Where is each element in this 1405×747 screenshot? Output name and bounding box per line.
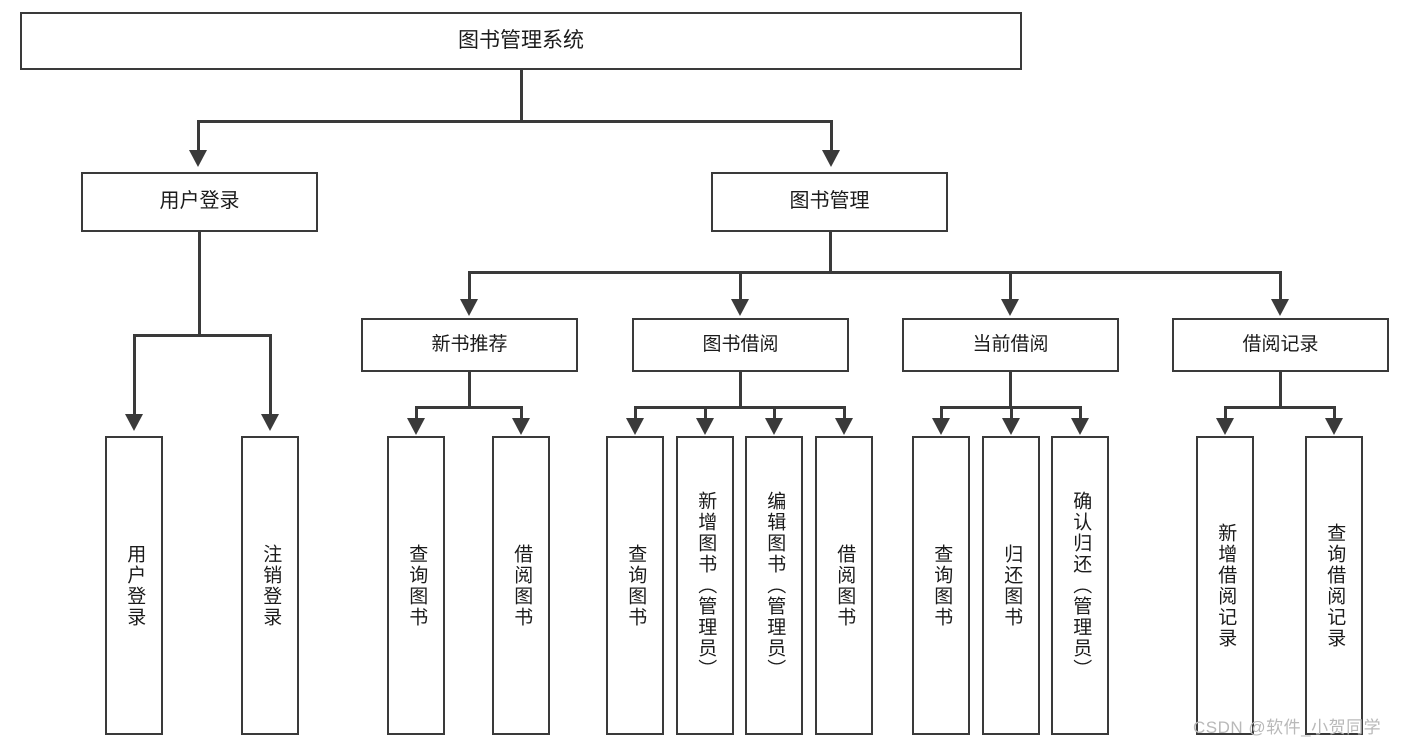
connector-book-manage-branch-3 (1009, 271, 1012, 301)
node-current-borrow[interactable]: 当前借阅 (902, 318, 1119, 372)
connector-user-login-branch-1 (133, 334, 136, 416)
node-label: 查询借阅记录 (1324, 522, 1346, 649)
arrowhead-user-login-branch-1 (125, 414, 143, 431)
arrowhead-current-borrow-branch-3 (1071, 418, 1089, 435)
connector-book-borrow-branch-3 (773, 406, 776, 420)
connector-new-book-bus (415, 406, 523, 409)
connector-borrow-record-bus (1224, 406, 1336, 409)
node-label: 用户登录 (159, 190, 240, 213)
arrowhead-user-login-branch-2 (261, 414, 279, 431)
arrowhead-borrow-record-branch-2 (1325, 418, 1343, 435)
connector-user-login-stem (198, 232, 201, 336)
leaf-book-borrow-query[interactable]: 查询图书 (606, 436, 664, 735)
connector-user-login-bus (133, 334, 272, 337)
node-label: 借阅图书 (834, 543, 856, 628)
leaf-user-login-logout[interactable]: 注销登录 (241, 436, 299, 735)
node-user-login[interactable]: 用户登录 (81, 172, 318, 232)
leaf-book-borrow-edit[interactable]: 编辑图书（管理员） (745, 436, 803, 735)
arrowhead-book-borrow-branch-3 (765, 418, 783, 435)
connector-new-book-stem (468, 372, 471, 408)
connector-book-borrow-bus (634, 406, 846, 409)
node-label: 当前借阅 (972, 333, 1049, 355)
connector-borrow-record-branch-1 (1224, 406, 1227, 420)
connector-root-stem (520, 70, 523, 122)
csdn-watermark: CSDN @软件_小贺同学 (1193, 718, 1382, 737)
node-root-system[interactable]: 图书管理系统 (20, 12, 1022, 70)
node-label: 图书管理 (789, 190, 870, 213)
arrowhead-book-manage-branch-2 (731, 299, 749, 316)
leaf-current-borrow-return[interactable]: 归还图书 (982, 436, 1040, 735)
leaf-current-borrow-query[interactable]: 查询图书 (912, 436, 970, 735)
connector-book-manage-branch-2 (739, 271, 742, 301)
leaf-book-borrow-add[interactable]: 新增图书（管理员） (676, 436, 734, 735)
connector-current-borrow-branch-2 (1010, 406, 1013, 420)
connector-book-borrow-branch-2 (704, 406, 707, 420)
leaf-current-borrow-confirm-return[interactable]: 确认归还（管理员） (1051, 436, 1109, 735)
arrowhead-book-borrow-branch-4 (835, 418, 853, 435)
connector-current-borrow-branch-3 (1079, 406, 1082, 420)
node-new-book-recommend[interactable]: 新书推荐 (361, 318, 578, 372)
connector-current-borrow-branch-1 (940, 406, 943, 420)
node-label: 新增借阅记录 (1215, 522, 1237, 649)
leaf-new-book-query[interactable]: 查询图书 (387, 436, 445, 735)
arrowhead-root-to-book-manage (822, 150, 840, 167)
node-label: 用户登录 (124, 543, 146, 628)
node-label: 归还图书 (1001, 543, 1023, 628)
connector-root-to-book-manage (830, 120, 833, 152)
leaf-book-borrow-borrow[interactable]: 借阅图书 (815, 436, 873, 735)
arrowhead-current-borrow-branch-2 (1002, 418, 1020, 435)
connector-root-bus (197, 120, 833, 123)
connector-borrow-record-stem (1279, 372, 1282, 408)
connector-current-borrow-stem (1009, 372, 1012, 408)
arrowhead-current-borrow-branch-1 (932, 418, 950, 435)
connector-book-manage-branch-1 (468, 271, 471, 301)
node-label: 借阅图书 (511, 543, 533, 628)
connector-user-login-branch-2 (269, 334, 272, 416)
connector-new-book-branch-2 (520, 406, 523, 420)
arrowhead-book-borrow-branch-2 (696, 418, 714, 435)
arrowhead-root-to-user-login (189, 150, 207, 167)
node-label: 图书管理系统 (458, 28, 584, 52)
node-label: 新书推荐 (431, 333, 508, 355)
arrowhead-book-manage-branch-4 (1271, 299, 1289, 316)
leaf-user-login-login[interactable]: 用户登录 (105, 436, 163, 735)
node-label: 新增图书（管理员） (695, 491, 717, 680)
connector-book-borrow-branch-4 (843, 406, 846, 420)
node-label: 注销登录 (260, 543, 282, 628)
arrowhead-new-book-branch-2 (512, 418, 530, 435)
node-label: 查询图书 (406, 543, 428, 628)
connector-book-borrow-branch-1 (634, 406, 637, 420)
connector-new-book-branch-1 (415, 406, 418, 420)
node-label: 编辑图书（管理员） (764, 491, 786, 680)
leaf-borrow-record-add[interactable]: 新增借阅记录 (1196, 436, 1254, 735)
connector-book-borrow-stem (739, 372, 742, 408)
arrowhead-new-book-branch-1 (407, 418, 425, 435)
node-borrow-record[interactable]: 借阅记录 (1172, 318, 1389, 372)
arrowhead-borrow-record-branch-1 (1216, 418, 1234, 435)
leaf-borrow-record-query[interactable]: 查询借阅记录 (1305, 436, 1363, 735)
node-book-borrow[interactable]: 图书借阅 (632, 318, 849, 372)
node-label: 借阅记录 (1242, 333, 1319, 355)
connector-borrow-record-branch-2 (1333, 406, 1336, 420)
arrowhead-book-manage-branch-3 (1001, 299, 1019, 316)
connector-root-to-user-login (197, 120, 200, 152)
node-book-management[interactable]: 图书管理 (711, 172, 948, 232)
arrowhead-book-borrow-branch-1 (626, 418, 644, 435)
connector-book-manage-bus (468, 271, 1280, 274)
connector-book-manage-branch-4 (1279, 271, 1282, 301)
node-label: 查询图书 (931, 543, 953, 628)
node-label: 图书借阅 (702, 333, 779, 355)
arrowhead-book-manage-branch-1 (460, 299, 478, 316)
node-label: 确认归还（管理员） (1070, 491, 1092, 680)
connector-book-manage-stem (829, 232, 832, 274)
node-label: 查询图书 (625, 543, 647, 628)
leaf-new-book-borrow[interactable]: 借阅图书 (492, 436, 550, 735)
